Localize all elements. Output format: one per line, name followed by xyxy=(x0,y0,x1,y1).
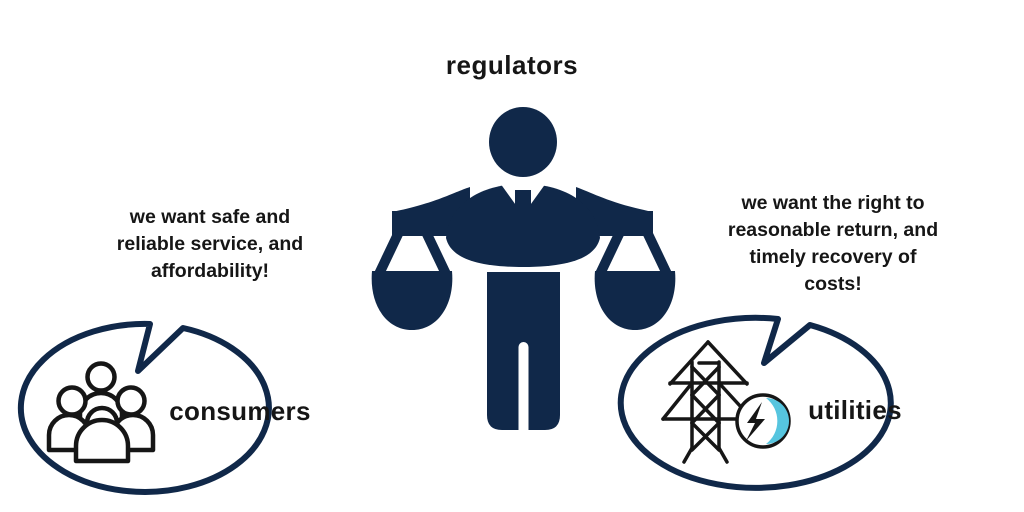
leg-gap xyxy=(518,342,529,436)
right-scale-string xyxy=(642,229,672,277)
regulator-head xyxy=(489,107,557,177)
regulator-torso xyxy=(446,184,600,267)
title-regulators: regulators xyxy=(445,50,579,80)
left-scale-pan xyxy=(371,271,453,330)
energy-bolt-icon xyxy=(735,393,791,449)
quote-line: reasonable return, and xyxy=(727,219,939,241)
quote-line: reliable service, and xyxy=(116,233,304,255)
consumers-quote: we want safe and reliable service, and a… xyxy=(95,204,325,285)
label-consumers: consumers xyxy=(169,396,311,426)
quote-line: we want the right to xyxy=(741,192,925,214)
lightning-bolt xyxy=(746,402,765,441)
quote-line: we want safe and xyxy=(129,206,291,228)
consumers-group-icon xyxy=(46,361,156,464)
left-scale-string xyxy=(374,229,404,277)
cyan-crescent xyxy=(766,398,789,444)
regulator-balance-scales-icon xyxy=(371,107,676,436)
quote-line: affordability! xyxy=(150,260,270,282)
quote-line: timely recovery of xyxy=(749,246,917,268)
right-scale-string xyxy=(595,229,625,277)
utilities-quote: we want the right to reasonable return, … xyxy=(712,190,954,298)
left-scale-string xyxy=(421,229,451,277)
tie xyxy=(515,190,531,217)
label-utilities: utilities xyxy=(808,395,902,425)
quote-line: costs! xyxy=(804,273,862,295)
right-scale-pan xyxy=(594,271,676,330)
